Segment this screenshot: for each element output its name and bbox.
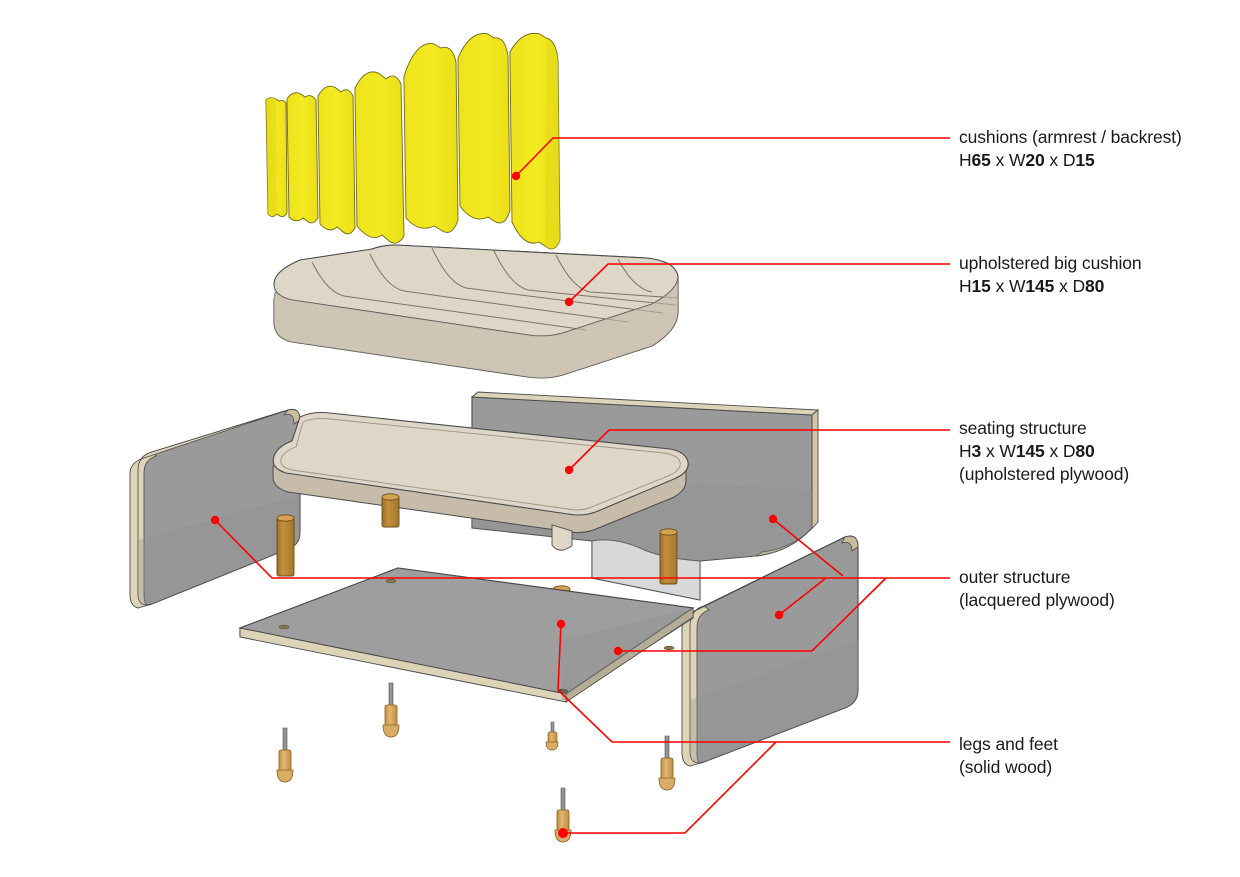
leader-outer-structure-c xyxy=(778,577,827,616)
legs-feet-callout-line-2: (solid wood) xyxy=(959,757,1053,777)
leader-outer-structure-a xyxy=(214,519,950,579)
seating-structure-callout-line-2: H3 x W145 x D80 xyxy=(959,441,1095,461)
cushions-callout-line-1: cushions (armrest / backrest) xyxy=(959,127,1182,147)
cushion-panel-2 xyxy=(286,92,319,224)
dowel-peg-3 xyxy=(659,528,678,585)
leader-outer-structure-d xyxy=(618,577,887,652)
leader-dot-outer-base xyxy=(613,646,623,656)
seating-structure-panel[interactable] xyxy=(272,411,689,551)
leader-dot-legs-foot xyxy=(558,828,568,838)
leader-legs-b xyxy=(563,741,777,834)
foot-4 xyxy=(658,735,676,791)
leader-dots-group xyxy=(210,171,784,838)
big-cushion-callout-line-1: upholstered big cushion xyxy=(959,253,1142,273)
dowel-peg-2 xyxy=(381,493,400,528)
leader-dot-cushions xyxy=(511,171,521,181)
yellow-cushions-group xyxy=(265,32,561,250)
seating-structure-callout-line-1: seating structure xyxy=(959,418,1087,438)
outer-structure-base-panel[interactable] xyxy=(238,567,695,703)
leader-dot-seating-structure xyxy=(564,465,574,475)
cushion-panel-1 xyxy=(265,97,288,218)
outer-structure-callout: outer structure (lacquered plywood) xyxy=(959,566,1115,612)
leader-legs-a xyxy=(557,623,950,743)
seating-structure-callout: seating structure H3 x W145 x D80 (uphol… xyxy=(959,417,1129,486)
legs-feet-callout: legs and feet (solid wood) xyxy=(959,733,1058,779)
foot-1 xyxy=(276,727,294,783)
cushion-panel-7 xyxy=(509,32,561,250)
leader-lines-group xyxy=(214,137,950,834)
seating-structure-callout-line-3: (upholstered plywood) xyxy=(959,464,1130,484)
leader-dot-outer-back xyxy=(768,514,778,524)
cushion-panel-4 xyxy=(354,71,405,244)
leader-dot-big-cushion xyxy=(564,297,574,307)
outer-structure-right-panel[interactable] xyxy=(681,535,859,767)
cushion-panel-6 xyxy=(457,33,511,224)
leader-dot-outer-right xyxy=(774,610,784,620)
foot-3 xyxy=(545,721,559,751)
cushion-panel-5 xyxy=(403,43,459,233)
leader-seating-structure xyxy=(568,429,950,471)
leader-dot-outer-left xyxy=(210,515,220,525)
leader-outer-structure-b xyxy=(772,518,844,577)
outer-structure-callout-line-2: (lacquered plywood) xyxy=(959,590,1115,610)
feet-group xyxy=(276,682,676,843)
big-cushion-group xyxy=(273,244,679,379)
legs-feet-callout-line-1: legs and feet xyxy=(959,734,1058,754)
outer-structure-callout-line-1: outer structure xyxy=(959,567,1071,587)
dowel-peg-1 xyxy=(276,514,295,577)
cushion-panel-3 xyxy=(317,85,356,235)
leader-big-cushion xyxy=(568,263,950,303)
leader-dot-legs-dowel xyxy=(556,619,566,629)
leader-cushions xyxy=(515,137,950,177)
foot-2 xyxy=(382,682,400,738)
big-cushion-callout-line-2: H15 x W145 x D80 xyxy=(959,276,1105,296)
cushions-callout: cushions (armrest / backrest) H65 x W20 … xyxy=(959,126,1182,172)
outer-structure-left-panel[interactable] xyxy=(129,408,301,609)
big-cushion-callout: upholstered big cushion H15 x W145 x D80 xyxy=(959,252,1142,298)
cushions-callout-line-2: H65 x W20 x D15 xyxy=(959,150,1095,170)
